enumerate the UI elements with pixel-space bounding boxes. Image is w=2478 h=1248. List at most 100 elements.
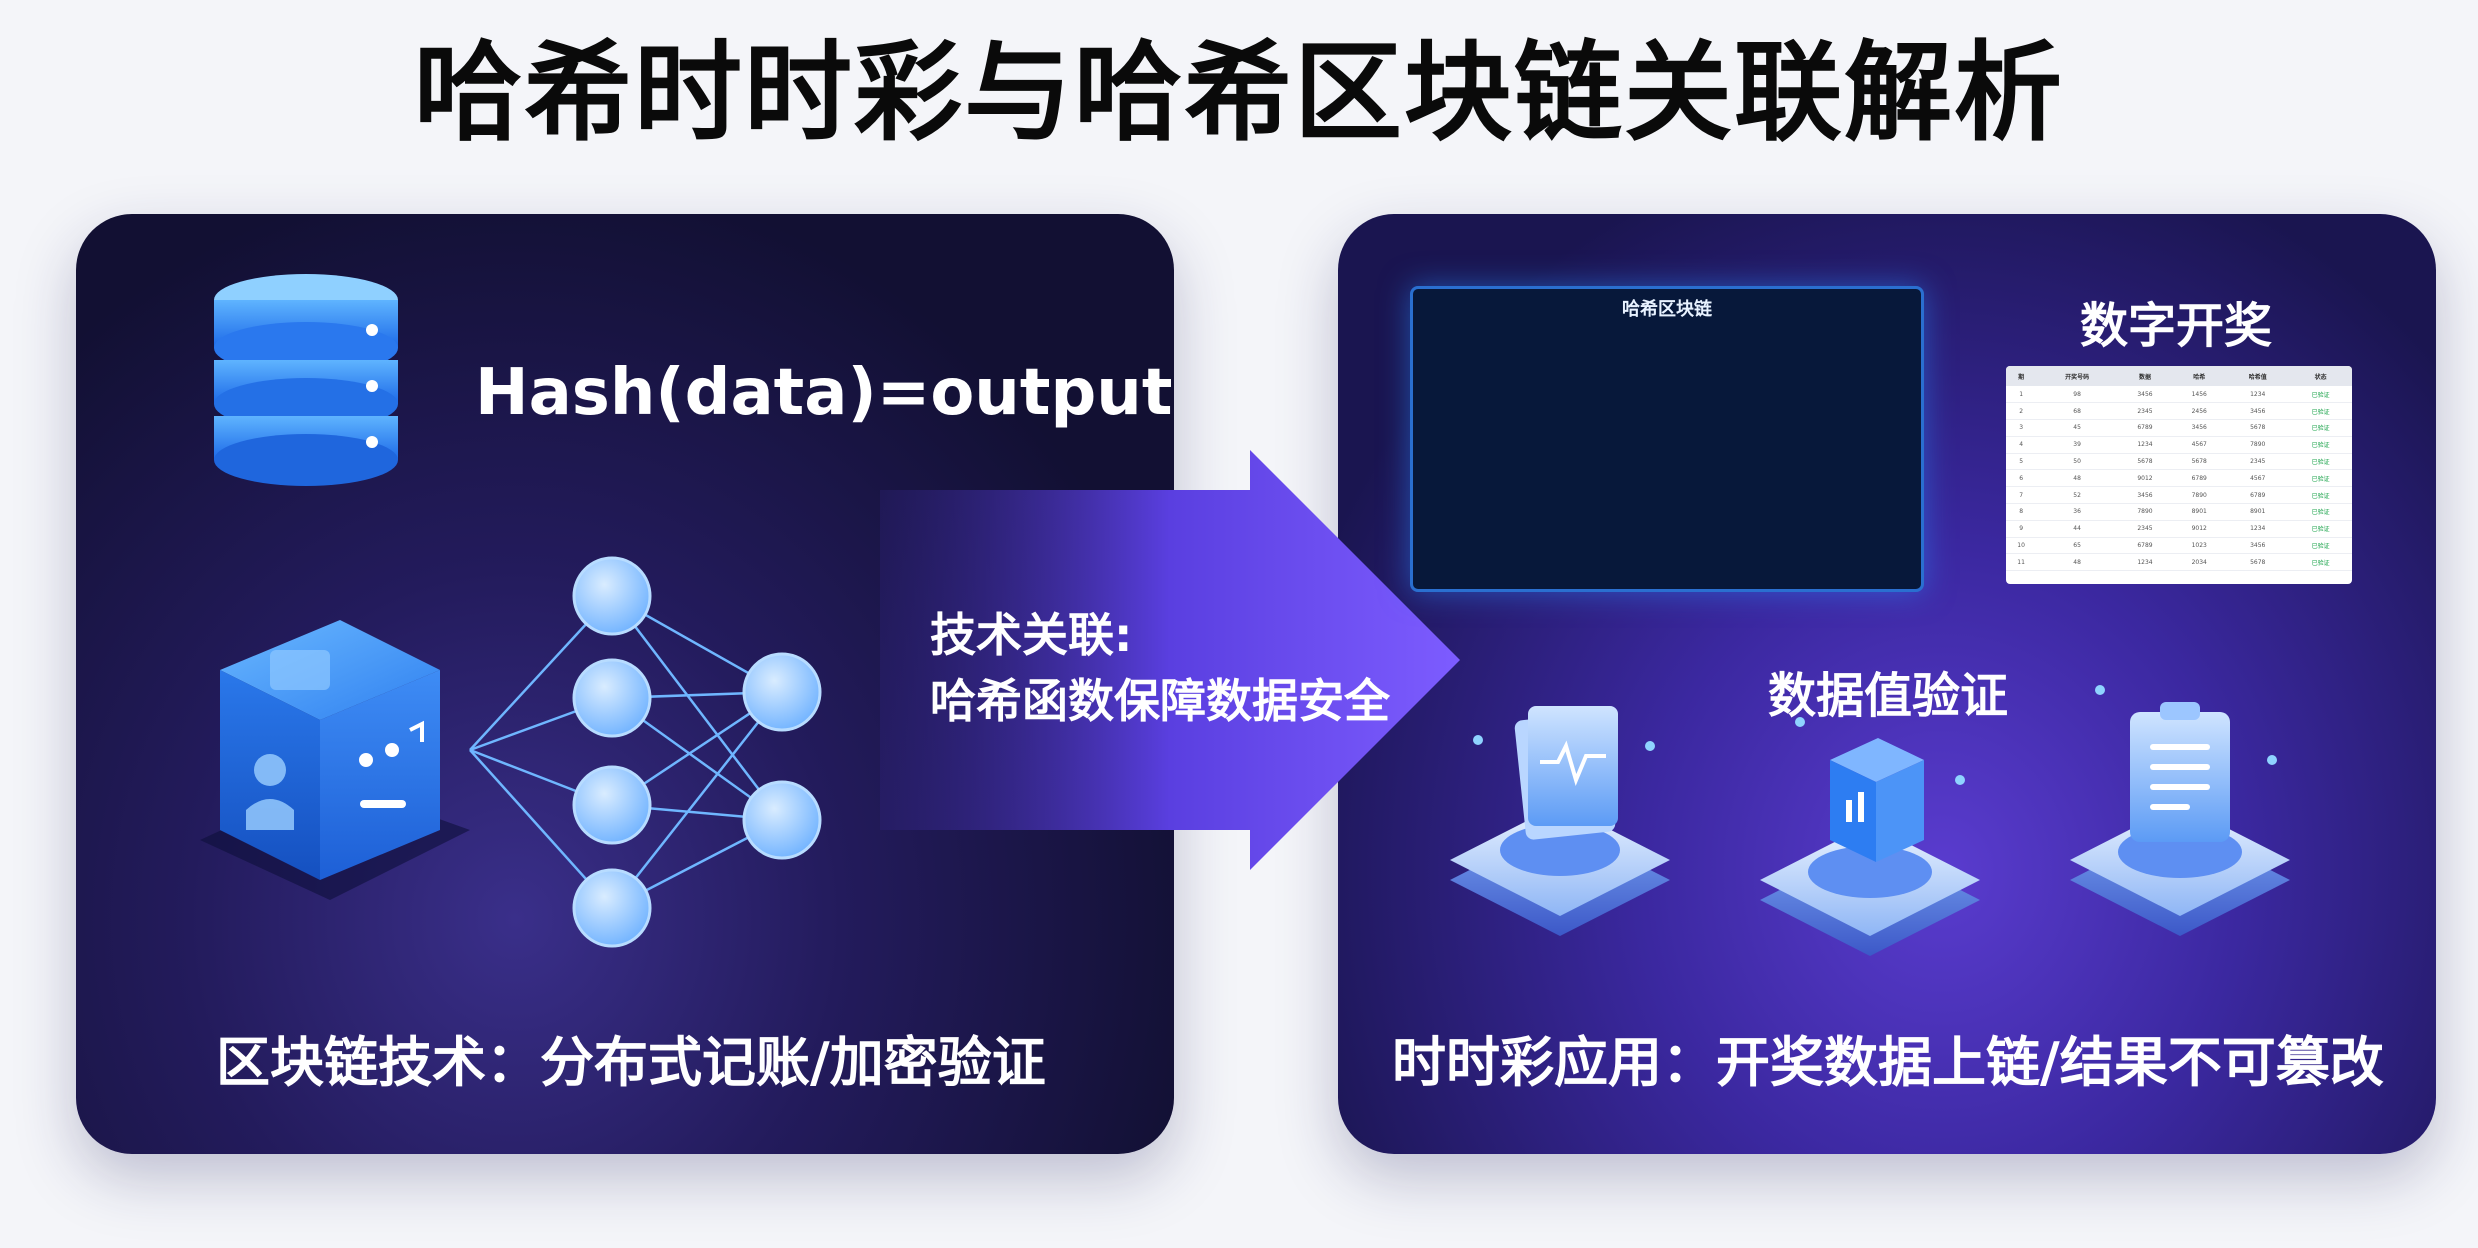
table-cell: 3 xyxy=(2006,419,2037,437)
table-cell: 10 xyxy=(2006,537,2037,555)
table-cell: 44 xyxy=(2036,520,2118,538)
blockchain-cube-icon xyxy=(200,620,470,900)
table-cell: 39 xyxy=(2036,436,2118,454)
table-cell: 7 xyxy=(2006,486,2037,505)
blockchain-caption: 区块链技术：分布式记账/加密验证 xyxy=(216,1031,1046,1094)
dashboard-title: 哈希区块链 xyxy=(1622,299,1712,320)
table-cell: 已验证 xyxy=(2289,402,2352,421)
database-icon xyxy=(214,274,398,486)
table-cell: 36 xyxy=(2036,503,2118,521)
table-cell: 5678 xyxy=(2226,553,2290,572)
table-header: 开奖号码 xyxy=(2036,366,2118,386)
network-nodes xyxy=(572,556,822,948)
table-cell: 2 xyxy=(2006,402,2037,421)
table-cell: 9 xyxy=(2006,520,2037,538)
neural-network-icon xyxy=(469,594,783,910)
table-cell: 已验证 xyxy=(2289,553,2352,572)
table-cell: 5678 xyxy=(2226,419,2290,437)
table-cell: 4567 xyxy=(2172,436,2227,454)
table-cell: 52 xyxy=(2036,486,2118,505)
table-header: 状态 xyxy=(2289,366,2352,386)
table-cell: 1456 xyxy=(2172,386,2227,404)
table-cell: 6789 xyxy=(2117,537,2173,555)
connector-line-1: 技术关联: xyxy=(930,608,1133,662)
connector-line-2: 哈希函数保障数据安全 xyxy=(930,674,1390,728)
table-cell: 1234 xyxy=(2117,436,2173,454)
heartbeat-document-icon xyxy=(1450,706,1670,936)
table-cell: 9012 xyxy=(2117,469,2173,488)
table-cell: 已验证 xyxy=(2289,386,2352,404)
table-cell: 48 xyxy=(2036,553,2118,572)
connector-text: 技术关联: 哈希函数保障数据安全 xyxy=(930,602,1390,734)
table-cell: 7890 xyxy=(2172,486,2227,505)
table-cell: 4 xyxy=(2006,436,2037,454)
page-title: 哈希时时彩与哈希区块链关联解析 xyxy=(413,31,2064,156)
table-cell: 3456 xyxy=(2226,402,2290,421)
table-cell: 已验证 xyxy=(2289,419,2352,437)
lottery-label: 数字开奖 xyxy=(2080,298,2273,354)
table-cell: 1023 xyxy=(2172,537,2227,555)
table-cell: 3456 xyxy=(2226,537,2290,555)
table-cell: 9012 xyxy=(2172,520,2227,538)
table-cell: 6789 xyxy=(2117,419,2173,437)
table-cell: 68 xyxy=(2036,402,2118,421)
table-cell: 45 xyxy=(2036,419,2118,437)
table-cell: 6 xyxy=(2006,469,2037,488)
table-cell: 8901 xyxy=(2172,503,2227,521)
table-cell: 1 xyxy=(2006,386,2037,404)
table-cell: 5678 xyxy=(2172,453,2227,471)
clipboard-document-icon xyxy=(2070,702,2290,936)
table-cell: 已验证 xyxy=(2289,453,2352,471)
table-cell: 6789 xyxy=(2226,486,2290,505)
table-cell: 1234 xyxy=(2117,553,2173,572)
table-header: 期 xyxy=(2006,366,2037,386)
table-header: 数据 xyxy=(2117,366,2173,386)
table-cell: 8 xyxy=(2006,503,2037,521)
sparkle-dots xyxy=(1473,685,2277,785)
table-cell: 3456 xyxy=(2172,419,2227,437)
table-cell: 已验证 xyxy=(2289,503,2352,521)
table-cell: 已验证 xyxy=(2289,520,2352,538)
table-header: 哈希 xyxy=(2172,366,2227,386)
table-cell: 已验证 xyxy=(2289,436,2352,454)
table-cell: 已验证 xyxy=(2289,537,2352,555)
table-cell: 3456 xyxy=(2117,486,2173,505)
table-cell: 7890 xyxy=(2226,436,2290,454)
table-cell: 已验证 xyxy=(2289,486,2352,505)
blockchain-dashboard: 哈希区块链 xyxy=(1410,286,1924,592)
arrow-icon xyxy=(880,450,1460,870)
table-header: 哈希值 xyxy=(2226,366,2290,386)
table-cell: 5678 xyxy=(2117,453,2173,471)
table-cell: 4567 xyxy=(2226,469,2290,488)
table-cell: 50 xyxy=(2036,453,2118,471)
table-cell: 2345 xyxy=(2117,402,2173,421)
table-cell: 3456 xyxy=(2117,386,2173,404)
table-cell: 已验证 xyxy=(2289,469,2352,488)
lottery-caption: 时时彩应用：开奖数据上链/结果不可篡改 xyxy=(1392,1031,2384,1094)
table-cell: 98 xyxy=(2036,386,2118,404)
table-cell: 48 xyxy=(2036,469,2118,488)
table-cell: 7890 xyxy=(2117,503,2173,521)
table-cell: 2345 xyxy=(2117,520,2173,538)
verify-label: 数据值验证 xyxy=(1768,668,2009,724)
table-cell: 2034 xyxy=(2172,553,2227,572)
hash-formula: Hash(data)=output xyxy=(475,356,1173,430)
table-cell: 6789 xyxy=(2172,469,2227,488)
table-cell: 11 xyxy=(2006,553,2037,572)
table-cell: 2345 xyxy=(2226,453,2290,471)
chart-box-icon xyxy=(1760,738,1980,956)
